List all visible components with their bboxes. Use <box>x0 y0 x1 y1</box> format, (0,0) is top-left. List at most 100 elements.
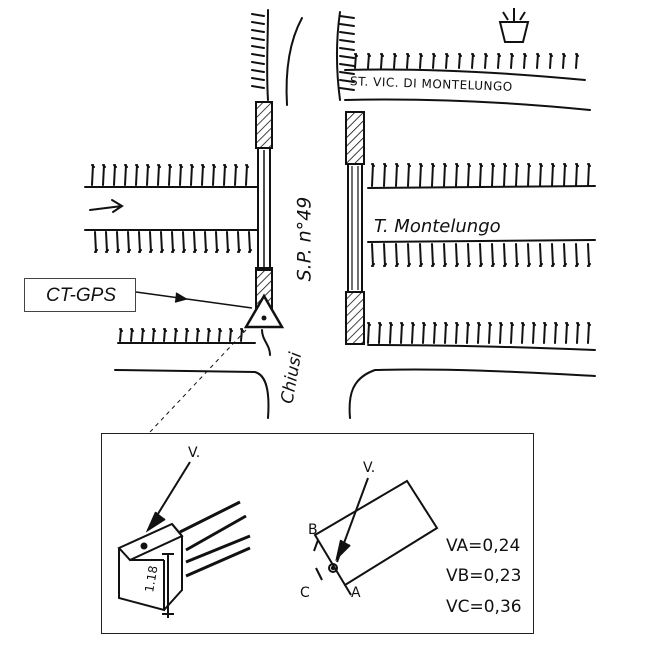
hatch-tick <box>467 163 471 187</box>
hatch-tick <box>182 231 186 253</box>
hatch-tick <box>371 243 375 267</box>
hatch-tick <box>422 322 426 344</box>
hatch-tick <box>433 322 437 344</box>
hatch-tick <box>116 231 120 253</box>
hatch-tick <box>218 328 222 342</box>
hatch-tick <box>124 164 128 186</box>
hatch-tick <box>223 164 227 186</box>
hatch-tick <box>503 163 507 187</box>
hatch-tick <box>339 23 355 27</box>
hatch-tick <box>251 85 265 89</box>
hatch-tick <box>458 53 462 69</box>
hatch-tick <box>149 231 153 253</box>
right-lower-road-lower <box>348 368 596 419</box>
hatch-tick <box>204 231 208 253</box>
hatch-tick <box>367 322 371 344</box>
hatch-tick <box>226 231 230 253</box>
flow-arrow <box>89 199 124 213</box>
hatch-tick <box>393 53 397 69</box>
hatch-tick <box>339 63 355 67</box>
hatch-tick <box>378 322 382 344</box>
hatch-tick <box>554 322 558 344</box>
hatch-tick <box>431 243 435 267</box>
hatch-tick <box>201 164 205 186</box>
hatch-tick <box>587 322 591 344</box>
hatch-tick <box>411 322 415 344</box>
road-edge-left-upper <box>266 9 269 101</box>
hatch-tick <box>467 243 471 267</box>
hatch-tick <box>532 322 536 344</box>
hatch-tick <box>521 322 525 344</box>
hatch-tick <box>113 164 117 186</box>
hatch-tick <box>371 163 375 187</box>
hatch-tick <box>251 53 265 57</box>
hatch-tick <box>190 164 194 186</box>
hatch-tick <box>575 243 579 267</box>
hatch-tick <box>563 243 567 267</box>
hatch-tick <box>479 243 483 267</box>
hatch-tick <box>146 164 150 186</box>
hatch-tick <box>229 328 233 342</box>
hatch-tick <box>562 53 566 69</box>
hatch-tick <box>543 322 547 344</box>
hatch-tick <box>419 243 423 267</box>
hatch-tick <box>455 243 459 267</box>
hatch-tick <box>339 87 355 91</box>
station-callout: CT-GPS <box>24 278 136 312</box>
hatch-tick <box>185 328 189 342</box>
hatch-tick <box>251 77 265 81</box>
hatch-tick <box>484 53 488 69</box>
hatch-tick <box>539 243 543 267</box>
hatch-tick <box>179 164 183 186</box>
hatch-tick <box>383 243 387 267</box>
measurement-va: VA=0,24 <box>446 536 521 556</box>
right-lower-road-upper <box>367 344 596 351</box>
hatch-tick <box>207 328 211 342</box>
hatch-tick <box>339 31 355 35</box>
hatch-tick <box>383 163 387 187</box>
hatch-tick <box>527 163 531 187</box>
hatch-tick <box>251 37 265 41</box>
hatch-tick <box>515 243 519 267</box>
hatch-tick <box>419 163 423 187</box>
hatch-tick <box>443 243 447 267</box>
hatch-tick <box>587 163 591 187</box>
top-road-lower-edge <box>344 98 591 111</box>
hatch-tick <box>240 328 244 342</box>
hatch-ticks <box>91 13 591 344</box>
creek-right-lower-bank <box>367 239 596 243</box>
hatch-tick <box>168 164 172 186</box>
hatch-tick <box>523 53 527 69</box>
hatch-tick <box>251 45 265 49</box>
bridge-right <box>345 111 365 345</box>
hatch-tick <box>549 53 553 69</box>
hatch-tick <box>245 164 249 186</box>
hatch-tick <box>389 322 393 344</box>
hatch-tick <box>251 61 265 65</box>
hatch-tick <box>503 243 507 267</box>
hatch-tick <box>587 243 591 267</box>
hatch-tick <box>510 322 514 344</box>
hatch-tick <box>135 164 139 186</box>
hatch-tick <box>354 53 358 69</box>
hatch-tick <box>163 328 167 342</box>
top-road-upper-edge <box>344 68 586 81</box>
creek-right-upper-bank <box>367 185 596 189</box>
flower-pot-icon <box>498 8 530 43</box>
hatch-tick <box>339 39 355 43</box>
hatch-tick <box>234 164 238 186</box>
main-road-label: S.P. n°49 <box>293 196 316 282</box>
hatch-tick <box>91 164 95 186</box>
plan-view <box>313 477 439 596</box>
station-pointer-arrow <box>135 291 253 309</box>
hatch-tick <box>536 53 540 69</box>
hatch-tick <box>339 15 355 19</box>
measurement-vc: VC=0,36 <box>446 597 522 617</box>
hatch-tick <box>539 163 543 187</box>
hatch-tick <box>251 69 265 73</box>
hatch-tick <box>212 164 216 186</box>
hatch-tick <box>251 13 265 17</box>
hatch-tick <box>395 163 399 187</box>
hatch-tick <box>510 53 514 69</box>
